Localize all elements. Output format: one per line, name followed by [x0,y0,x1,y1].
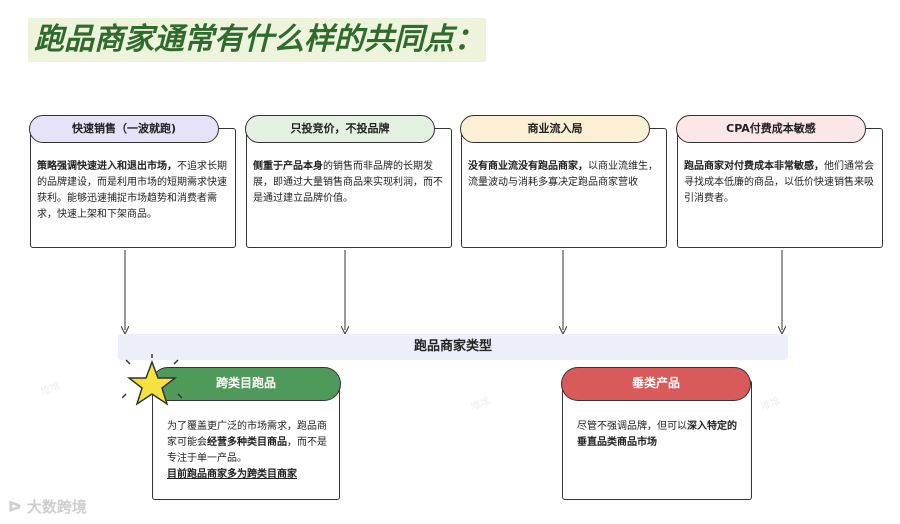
card-body-bold: 跑品商家对付费成本非常敏感， [684,161,824,172]
card-body: 侧重于产品本身的销售而非品牌的长期发展，即通过大量销售商品来实现利润，而不是通过… [253,159,445,207]
card-traffic: 商业流入局 没有商业流没有跑品商家，以商业流维生，流量波动与消耗多寡决定跑品商家… [460,115,667,248]
card-quick-sales: 快速销售（一波就跑) 策略强调快速进入和退出市场，不追求长期的品牌建设，而是利用… [29,115,236,248]
brand-logo: ᐅ 大数跨境 [8,496,87,517]
logo-icon: ᐅ [8,498,22,516]
category-text: ，而不是专注于单一产品。 [167,437,327,464]
category-body: 尽管不强调品牌，但可以深入特定的垂直品类商品市场 [577,419,739,451]
card-label: CPA付费成本敏感 [676,115,866,143]
card-bid-only: 只投竞价，不投品牌 侧重于产品本身的销售而非品牌的长期发展，即通过大量销售商品来… [245,115,452,248]
page-title: 跑品商家通常有什么样的共同点： [28,18,486,62]
card-cpa: CPA付费成本敏感 跑品商家对付费成本非常敏感，他们通常会寻找成本低廉的商品，以… [676,115,883,248]
types-bar: 跑品商家类型 [118,334,788,360]
category-body: 为了覆盖更广泛的市场需求，跑品商家可能会经营多种类目商品，而不是专注于单一产品。… [167,419,327,483]
card-label: 只投竞价，不投品牌 [245,115,435,143]
category-text: 为了覆盖更广泛的市场需求，跑品商家可能会 [167,421,327,448]
card-body-text: 他们通常会寻找成本低廉的商品，以低价快速销售来吸引消费者。 [684,161,874,204]
category-text: 尽管不强调品牌，但可以 [577,421,687,432]
card-body-bold: 侧重于产品本身 [253,161,323,172]
card-body-bold: 没有商业流没有跑品商家， [468,161,588,172]
card-label: 商业流入局 [460,115,650,143]
card-body: 策略强调快速进入和退出市场，不追求长期的品牌建设，而是利用市场的短期需求快速获利… [37,159,229,223]
category-cross: 跨类目跑品 为了覆盖更广泛的市场需求，跑品商家可能会经营多种类目商品，而不是专注… [151,367,341,500]
category-bold: 经营多种类目商品 [207,437,287,448]
category-bold-line: 目前跑品商家多为跨类目商家 [167,469,297,480]
card-label: 快速销售（一波就跑) [29,115,219,143]
card-body-text: 以商业流维生，流量波动与消耗多寡决定跑品商家营收 [468,161,658,188]
category-label: 垂类产品 [561,367,751,401]
card-body: 跑品商家对付费成本非常敏感，他们通常会寻找成本低廉的商品，以低价快速销售来吸引消… [684,159,876,207]
logo-text: 大数跨境 [26,498,87,516]
card-body-bold: 策略强调快速进入和退出市场， [37,161,177,172]
card-body-text: 的销售而非品牌的长期发展，即通过大量销售商品来实现利润，而不是通过建立品牌价值。 [253,161,443,204]
category-bold: 深入特定的垂直品类商品市场 [577,421,737,448]
card-body: 没有商业流没有跑品商家，以商业流维生，流量波动与消耗多寡决定跑品商家营收 [468,159,660,191]
category-vertical: 垂类产品 尽管不强调品牌，但可以深入特定的垂直品类商品市场 [561,367,752,500]
card-body-text: 不追求长期的品牌建设，而是利用市场的短期需求快速获利。能够迅速捕捉市场趋势和消费… [37,161,227,220]
category-label: 跨类目跑品 [151,367,341,401]
star-icon [122,354,182,406]
